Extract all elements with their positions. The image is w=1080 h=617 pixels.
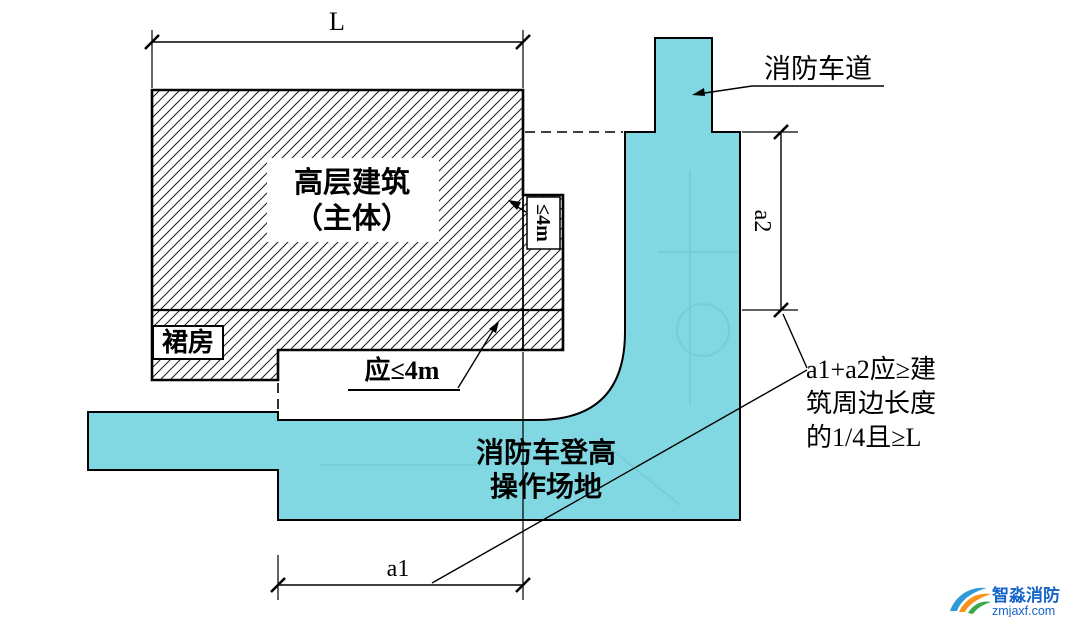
dim-a2-tick-top (773, 124, 789, 140)
building-label-line2: （主体） (294, 202, 410, 235)
note-line2: 筑周边长度 (806, 389, 936, 418)
gap-note-leader-arrowhead (489, 321, 499, 333)
dim-l-label: L (329, 7, 345, 36)
podium-label-box (152, 325, 224, 360)
dimension-a1 (270, 352, 531, 600)
building-label-box (267, 158, 439, 242)
brand-watermark: 智淼消防 zmjaxf.com (950, 585, 1060, 617)
fire-lane-label: 消防车道 (764, 54, 872, 84)
note-leader-to-a2 (782, 313, 808, 369)
dim-a1-tick-right (515, 577, 531, 593)
brand-logo-icon (950, 587, 991, 614)
fire-lane-leader-line (697, 85, 753, 95)
dim-l-tick-right (515, 34, 531, 50)
fire-lane-leader-arrowhead (692, 88, 705, 96)
dim-a2-label: a2 (749, 210, 775, 233)
note-line1: a1+a2应≥建 (806, 355, 936, 384)
protrusion-leader-arrowhead (508, 200, 521, 210)
site-faint-texture (320, 170, 738, 506)
dim-a1-label: a1 (387, 556, 410, 582)
protrusion-dim-label: ≤4m (532, 204, 554, 242)
gap-note-leader-line (457, 323, 498, 389)
gap-note-label: 应≤4m (365, 355, 440, 385)
operation-site-area (87, 37, 741, 521)
dashed-lines (277, 131, 623, 410)
dimension-a2 (742, 124, 798, 318)
note-leader-to-a1 (431, 369, 808, 584)
dim-l-tick-left (144, 34, 160, 50)
dimension-l (144, 30, 531, 88)
note-leaders (431, 313, 808, 584)
site-label-line2: 操作场地 (490, 471, 602, 503)
note-line3: 的1/4且≥L (806, 423, 921, 452)
protrusion-dim-box (526, 196, 561, 250)
podium-label: 裙房 (162, 327, 214, 357)
brand-url: zmjaxf.com (992, 604, 1055, 617)
brand-name: 智淼消防 (992, 585, 1060, 605)
dim-a1-tick-left (270, 577, 286, 593)
building-label-line1: 高层建筑 (294, 166, 410, 199)
site-label-line1: 消防车登高 (476, 436, 616, 469)
dim-a2-tick-bottom (773, 302, 789, 318)
